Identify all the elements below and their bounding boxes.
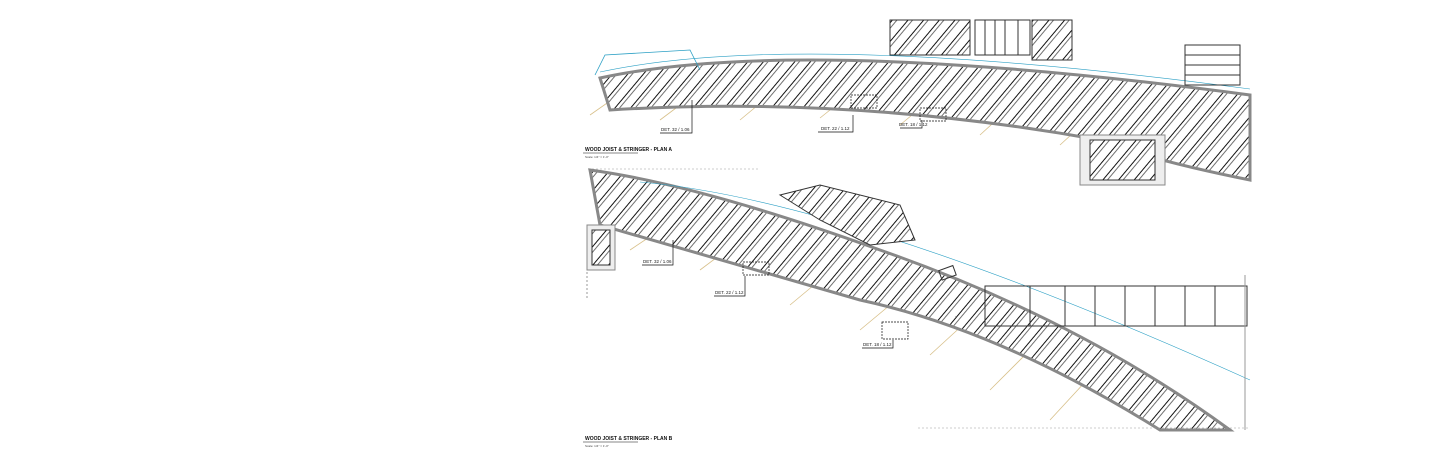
plan-b-scale: Scale: 1/4" = 1'-0" xyxy=(585,444,609,448)
callout-det-22: DET. 22 / 1.12 xyxy=(821,126,850,131)
plan-a-scale: Scale: 1/4" = 1'-0" xyxy=(585,155,609,159)
plan-a-title: WOOD JOIST & STRINGER - PLAN A xyxy=(585,147,672,153)
plan-a: DET. 32 / 1.06 DET. 22 / 1.12 DET. 18 / … xyxy=(583,19,1252,186)
plan-b-title: WOOD JOIST & STRINGER - PLAN B xyxy=(585,436,673,442)
stair-a xyxy=(889,19,1241,186)
joist-band-a xyxy=(598,58,1252,182)
stair-b xyxy=(586,184,1248,430)
plan-b: DET. 32 / 1.06 DET. 22 / 1.12 DET. 18 / … xyxy=(583,168,1251,448)
callout-det-18: DET. 18 / 1.12 xyxy=(899,122,928,127)
joist-band-b xyxy=(588,168,1235,432)
callout-det-32: DET. 32 / 1.06 xyxy=(661,127,690,132)
callout-det-18: DET. 18 / 1.12 xyxy=(863,342,892,347)
callout-det-22: DET. 22 / 1.12 xyxy=(715,290,744,295)
callout-leaders xyxy=(642,240,909,349)
callout-leaders xyxy=(660,94,947,134)
callout-det-32: DET. 32 / 1.06 xyxy=(643,259,672,264)
dimension-line xyxy=(594,49,701,76)
